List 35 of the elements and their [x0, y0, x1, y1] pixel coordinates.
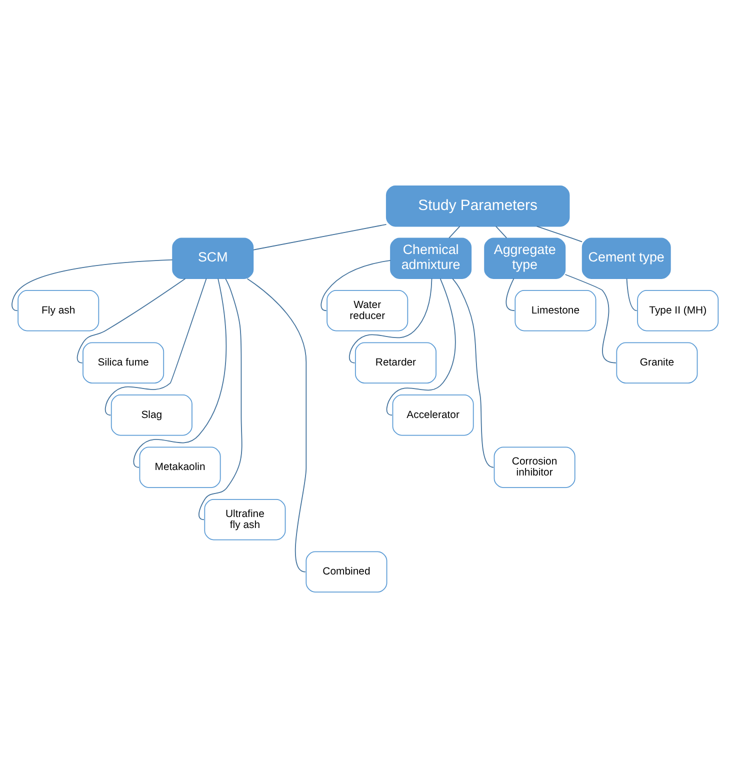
node-box: Study Parameters [386, 186, 570, 227]
connector [506, 278, 515, 312]
connector [626, 278, 638, 312]
connector [452, 278, 494, 468]
node-box: Accelerator [392, 394, 474, 436]
node-box: Type II (MH) [637, 290, 719, 332]
connector [564, 274, 616, 364]
node-box: Aggregate type [484, 238, 566, 279]
node-box: Combined [306, 551, 388, 592]
node-box: SCM [172, 238, 254, 279]
node-box: Limestone [514, 290, 596, 332]
node-box: Slag [110, 394, 192, 436]
connector [198, 278, 242, 520]
node-box: Fly ash [18, 290, 100, 332]
node-box: Metakaolin [139, 446, 221, 488]
node-box: Water reducer [326, 290, 408, 332]
connector [448, 226, 460, 238]
connector [536, 226, 583, 242]
connector [76, 278, 186, 364]
connector [12, 259, 173, 312]
node-box: Corrosion inhibitor [494, 446, 576, 488]
node-box: Cement type [582, 238, 671, 279]
node-box: Ultrafine fly ash [204, 499, 286, 540]
connector [104, 278, 207, 416]
node-box: Silica fume [82, 342, 164, 384]
connector [133, 278, 227, 468]
node-box: Retarder [354, 342, 436, 384]
connector [252, 224, 387, 250]
node-box: Chemical admixture [390, 238, 472, 279]
connector [348, 278, 432, 364]
connector [246, 278, 307, 572]
connector [386, 278, 456, 416]
connector [495, 226, 508, 238]
connector [320, 260, 391, 312]
node-box: Granite [616, 342, 698, 384]
